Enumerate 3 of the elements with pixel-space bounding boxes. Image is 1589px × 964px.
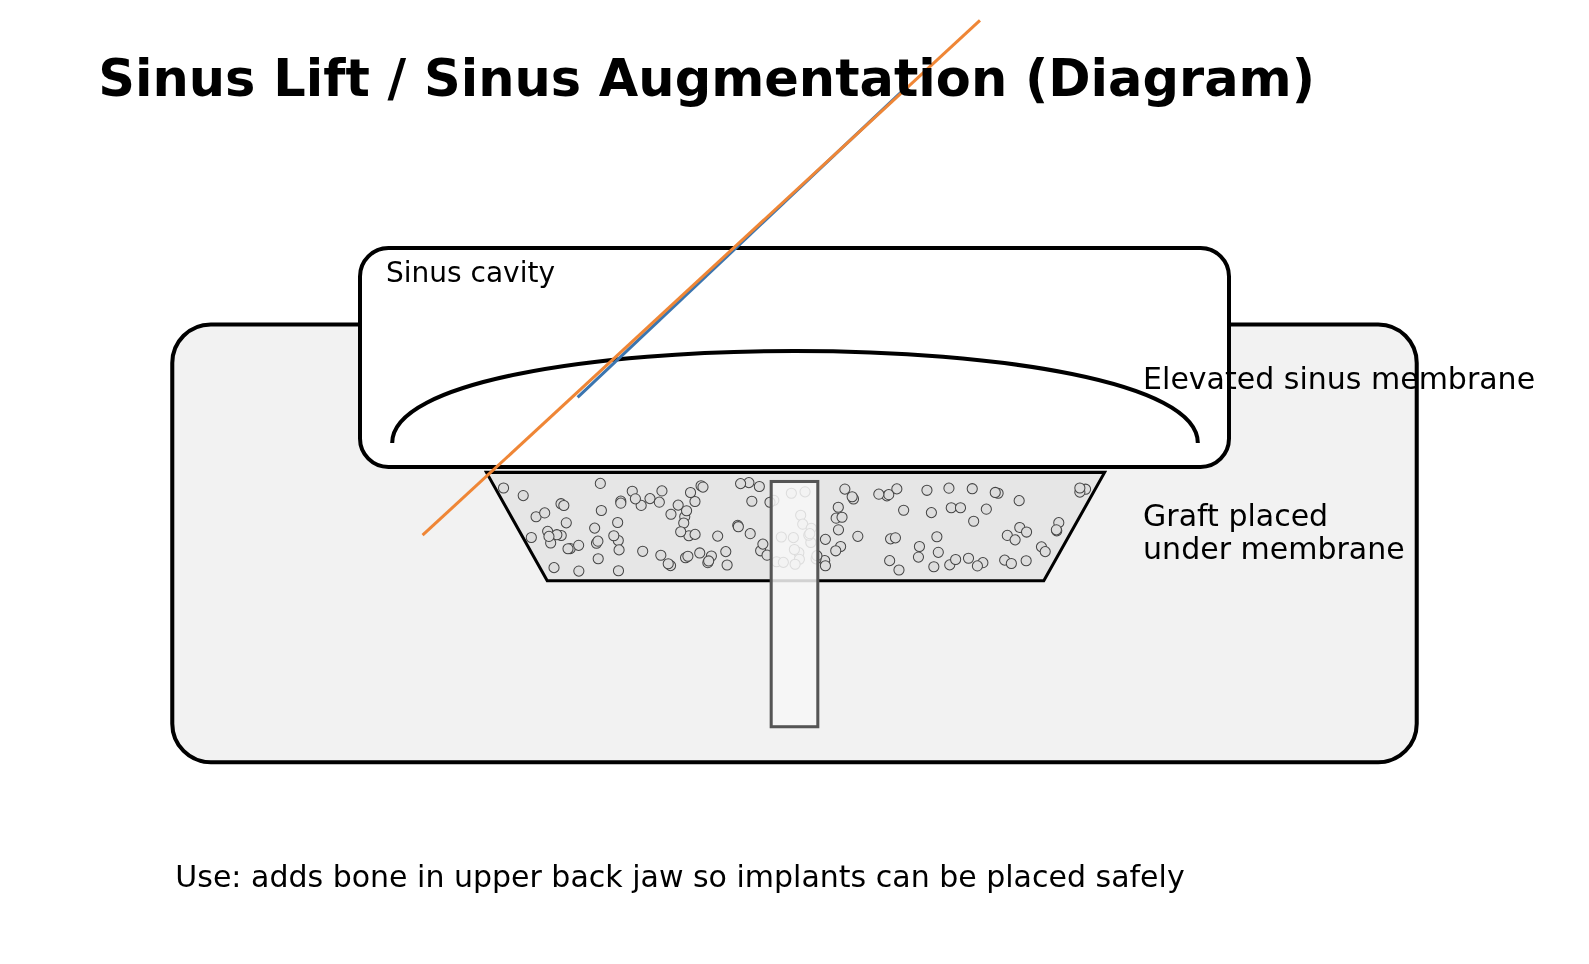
caption: Use: adds bone in upper back jaw so implants can be placed safely xyxy=(175,860,1185,894)
region-label: Sinus cavity xyxy=(386,256,555,290)
part-label: Graft placed under membrane xyxy=(1143,498,1406,565)
